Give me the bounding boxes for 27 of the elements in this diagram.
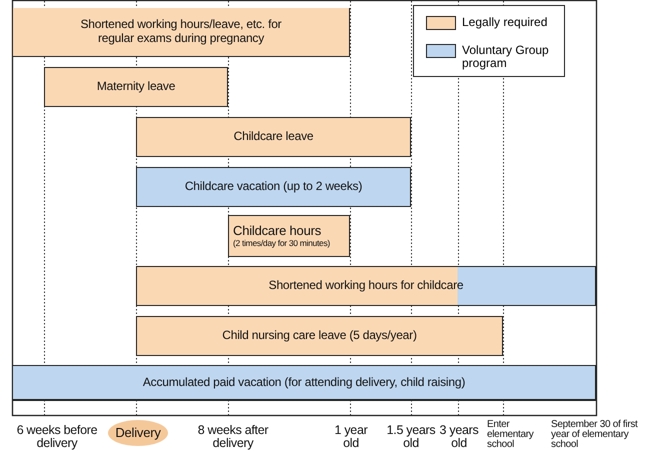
axis-label: September 30 of first year of elementary school: [551, 420, 639, 450]
axis-label: 1.5 years old: [386, 424, 436, 450]
axis-label: 6 weeks before delivery: [16, 424, 98, 450]
period-bar: [12, 365, 596, 400]
axis-label: 3 years old: [438, 424, 480, 450]
axis-label: Enter elementary school: [487, 420, 535, 450]
bar-label: Accumulated paid vacation (for attending delivery, child raising): [142, 376, 466, 390]
bar-label: Child nursing care leave (5 days/year): [222, 329, 417, 343]
legend-label: Voluntary Group program: [462, 44, 550, 70]
bar-label: Childcare hours: [233, 224, 322, 239]
legend-label: Legally required: [462, 16, 548, 30]
axis-label: 8 weeks after delivery: [196, 424, 270, 450]
bar-label: Maternity leave: [96, 80, 176, 94]
period-bar: [136, 316, 503, 356]
bar-label: Shortened working hours for childcare: [268, 279, 464, 293]
bar-label: Delivery: [115, 426, 161, 440]
period-bar: [136, 167, 411, 207]
bar-note: (2 times/day for 30 minutes): [233, 238, 330, 248]
bar-label: Childcare leave: [234, 130, 314, 144]
axis-label: 1 year old: [334, 424, 369, 450]
period-bar: [136, 117, 411, 157]
period-bar: [44, 67, 228, 107]
bar-label: Childcare vacation (up to 2 weeks): [184, 180, 362, 194]
bar-label: Shortened working hours/leave, etc. for regular exams during pregnancy: [80, 18, 282, 46]
period-bar: [228, 215, 350, 257]
period-bar: [12, 8, 350, 57]
period-bar: [136, 266, 596, 306]
